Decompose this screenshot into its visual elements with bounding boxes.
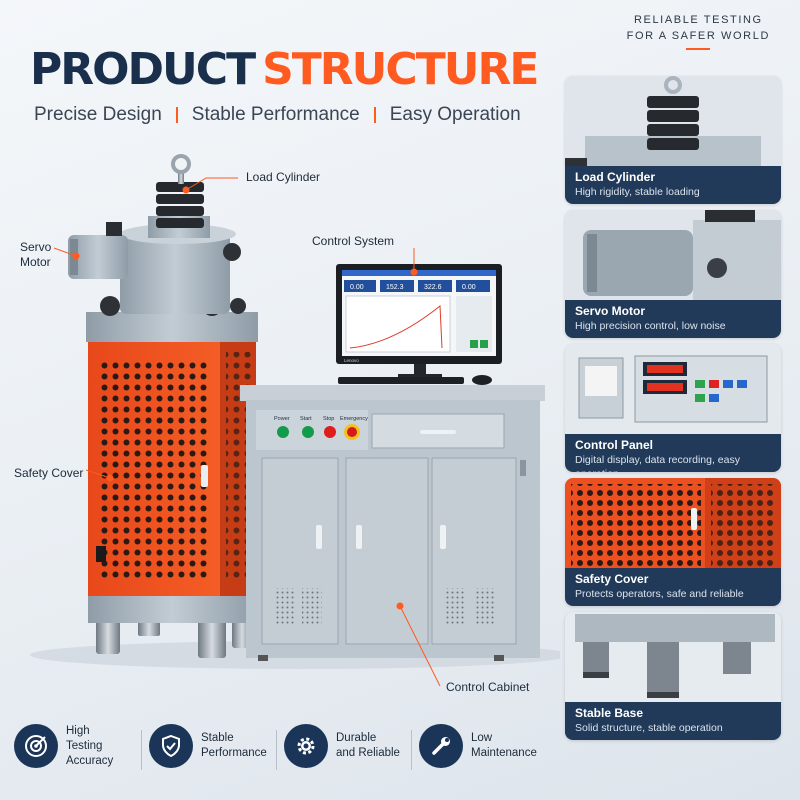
callout-safety-cover: Safety Cover — [14, 466, 84, 480]
component-cards: Load Cylinder High rigidity, stable load… — [565, 76, 781, 746]
callout-load-cylinder: Load Cylinder — [246, 170, 321, 184]
card-caption: Stable Base Solid structure, stable oper… — [565, 702, 781, 740]
btn-start-label: Start — [300, 416, 312, 422]
title-structure: STRUCTURE — [262, 44, 539, 95]
card-title: Stable Base — [575, 706, 644, 720]
card-desc: High precision control, low noise — [575, 320, 726, 332]
feature-line-1: Durable — [336, 732, 377, 744]
feature-label: High Testing Accuracy — [66, 724, 149, 769]
btn-stop-label: Stop — [323, 416, 334, 422]
callout-control-cabinet: Control Cabinet — [446, 680, 530, 694]
card-caption: Control Panel Digital display, data reco… — [565, 434, 781, 472]
load-cylinder-image — [565, 76, 781, 166]
shield-check-icon — [149, 724, 193, 768]
feature-line-2: Performance — [201, 747, 267, 759]
feature-accuracy: High Testing Accuracy — [14, 724, 149, 769]
subtitle: Precise Design Stable Performance Easy O… — [34, 104, 521, 126]
monitor-brand: Lenovo — [344, 358, 359, 363]
card-load-cylinder: Load Cylinder High rigidity, stable load… — [565, 76, 781, 204]
subtitle-item-3: Easy Operation — [389, 104, 521, 125]
card-caption: Load Cylinder High rigidity, stable load… — [565, 166, 781, 204]
safety-cover-image — [565, 478, 781, 568]
gear-icon — [284, 724, 328, 768]
card-stable-base: Stable Base Solid structure, stable oper… — [565, 612, 781, 740]
feature-label: Stable Performance — [201, 731, 267, 761]
subtitle-item-1: Precise Design — [34, 104, 162, 125]
wrench-icon — [419, 724, 463, 768]
control-panel-image — [565, 344, 781, 434]
tagline-line-1: RELIABLE TESTING — [633, 14, 763, 26]
load-cylinder — [156, 154, 204, 228]
card-caption: Safety Cover Protects operators, safe an… — [565, 568, 781, 606]
tagline-line-2: FOR A SAFER WORLD — [626, 30, 770, 42]
feature-line-1: High — [66, 724, 90, 737]
tagline-underline — [686, 48, 711, 50]
subtitle-item-2: Stable Performance — [191, 104, 360, 125]
btn-power-label: Power — [274, 416, 290, 422]
feature-durable: Durable and Reliable — [276, 724, 419, 770]
feature-label: Durable and Reliable — [336, 731, 400, 761]
target-icon — [14, 724, 58, 768]
card-servo-motor: Servo Motor High precision control, low … — [565, 210, 781, 338]
feature-bar: High Testing Accuracy Stable Performance… — [0, 706, 560, 786]
callout-servo-motor: Servo Motor — [20, 240, 51, 270]
readout-1: 0.00 — [350, 284, 364, 291]
card-caption: Servo Motor High precision control, low … — [565, 300, 781, 338]
card-title: Safety Cover — [575, 572, 649, 586]
tagline: RELIABLE TESTING FOR A SAFER WORLD — [627, 12, 770, 50]
feature-line-1: Stable — [201, 732, 234, 744]
feature-line-2: Testing Accuracy — [66, 739, 114, 767]
control-cabinet: Power Start Stop Emergency — [240, 385, 545, 661]
feature-maintenance: Low Maintenance — [411, 724, 554, 770]
feature-stable: Stable Performance — [141, 724, 284, 770]
card-control-panel: Control Panel Digital display, data reco… — [565, 344, 781, 472]
card-desc: Digital display, data recording, easy op… — [575, 454, 740, 472]
machine-illustration: Power Start Stop Emergency 0.00 152.3 32… — [30, 154, 560, 687]
feature-line-2: and Reliable — [336, 747, 400, 759]
card-title: Load Cylinder — [575, 170, 656, 184]
callout-servo-line-2: Motor — [20, 255, 51, 269]
card-desc: Protects operators, safe and reliable — [575, 588, 744, 600]
feature-line-1: Low — [471, 732, 493, 744]
monitor: 0.00 152.3 322.6 0.00 Lenovo — [336, 264, 502, 385]
feature-label: Low Maintenance — [471, 731, 537, 761]
callout-servo-line-1: Servo — [20, 240, 52, 254]
btn-emergency-label: Emergency — [340, 416, 368, 422]
card-title: Servo Motor — [575, 304, 646, 318]
feature-line-2: Maintenance — [471, 747, 537, 759]
callout-control-system: Control System — [312, 234, 395, 248]
readout-3: 322.6 — [424, 284, 442, 291]
subtitle-separator — [175, 107, 178, 123]
card-desc: Solid structure, stable operation — [575, 722, 723, 734]
readout-2: 152.3 — [386, 284, 404, 291]
title-product: PRODUCT — [30, 44, 256, 95]
card-title: Control Panel — [575, 438, 654, 452]
subtitle-separator — [373, 107, 376, 123]
servo-motor-image — [565, 210, 781, 300]
readout-4: 0.00 — [462, 284, 476, 291]
stable-base-image — [565, 612, 781, 702]
card-safety-cover: Safety Cover Protects operators, safe an… — [565, 478, 781, 606]
card-desc: High rigidity, stable loading — [575, 186, 700, 198]
base-feet — [96, 620, 252, 658]
